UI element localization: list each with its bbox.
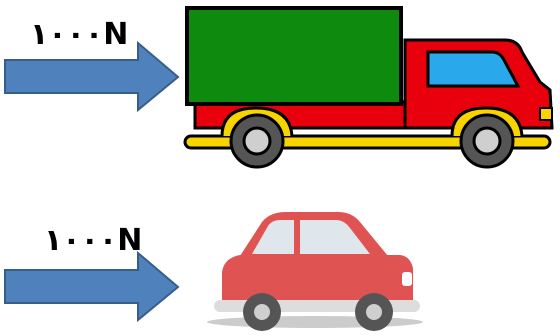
truck-cargo — [185, 6, 403, 106]
car-rear-window — [252, 220, 294, 254]
car-front-window — [300, 220, 370, 254]
car — [207, 212, 423, 331]
truck — [183, 6, 554, 169]
force-label-car: ١٠٠٠N — [44, 223, 143, 258]
force-label-truck: ١٠٠٠N — [30, 17, 129, 52]
truck-window — [426, 50, 521, 88]
force-arrow-truck — [4, 40, 180, 113]
force-arrow-car — [4, 250, 180, 323]
